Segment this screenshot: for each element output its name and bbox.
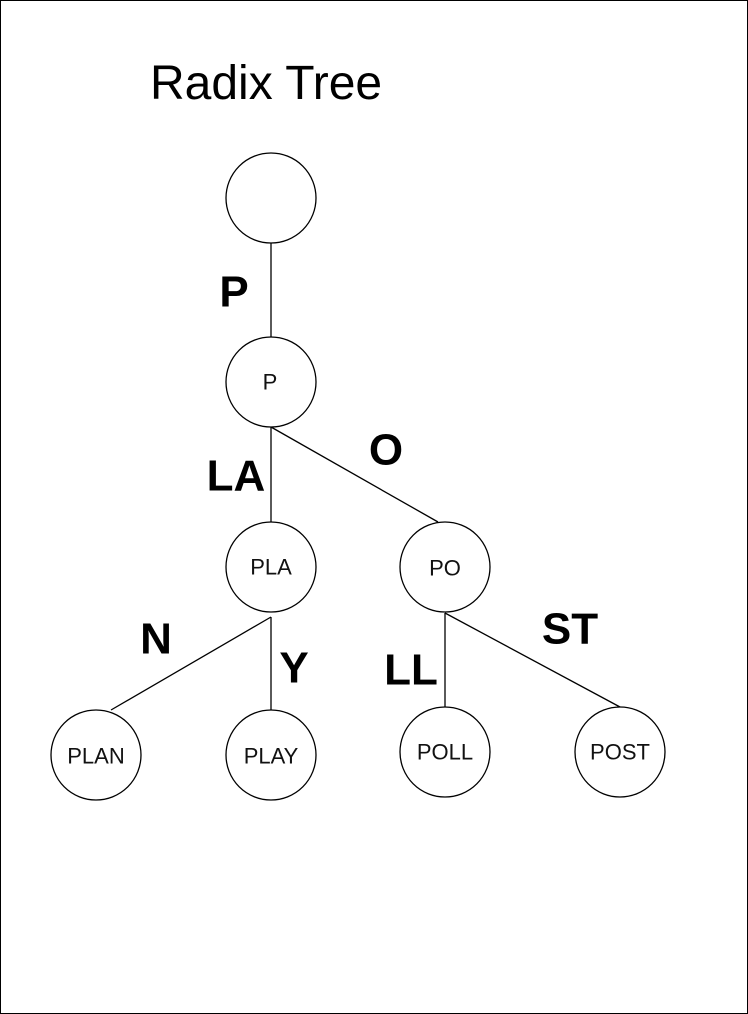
node-post-label: POST	[590, 740, 650, 765]
edge-label-y: Y	[279, 644, 308, 693]
edge-label-st: ST	[542, 605, 598, 654]
node-poll: POLL	[399, 706, 491, 798]
node-p-label: P	[263, 370, 278, 395]
edge-label-ll: LL	[384, 646, 438, 695]
node-poll-label: POLL	[417, 740, 473, 765]
edge-label-n: N	[140, 615, 172, 664]
edge-p-po	[270, 426, 439, 523]
node-play-label: PLAY	[244, 744, 299, 769]
edge-label-la: LA	[207, 452, 266, 501]
node-play: PLAY	[225, 709, 317, 801]
edge-label-o: O	[369, 426, 403, 475]
node-po: PO	[399, 521, 491, 613]
edge-po-post	[444, 612, 621, 708]
node-plan: PLAN	[50, 709, 142, 801]
node-plan-label: PLAN	[67, 744, 124, 769]
node-po-label: PO	[429, 556, 461, 581]
node-post: POST	[574, 706, 666, 798]
node-p: P	[225, 336, 317, 428]
diagram-title: Radix Tree	[150, 57, 382, 110]
edge-pla-plan	[110, 616, 272, 711]
node-pla: PLA	[225, 521, 317, 613]
edge-label-p: P	[219, 268, 248, 317]
node-pla-label: PLA	[250, 555, 292, 580]
node-root	[225, 152, 317, 244]
